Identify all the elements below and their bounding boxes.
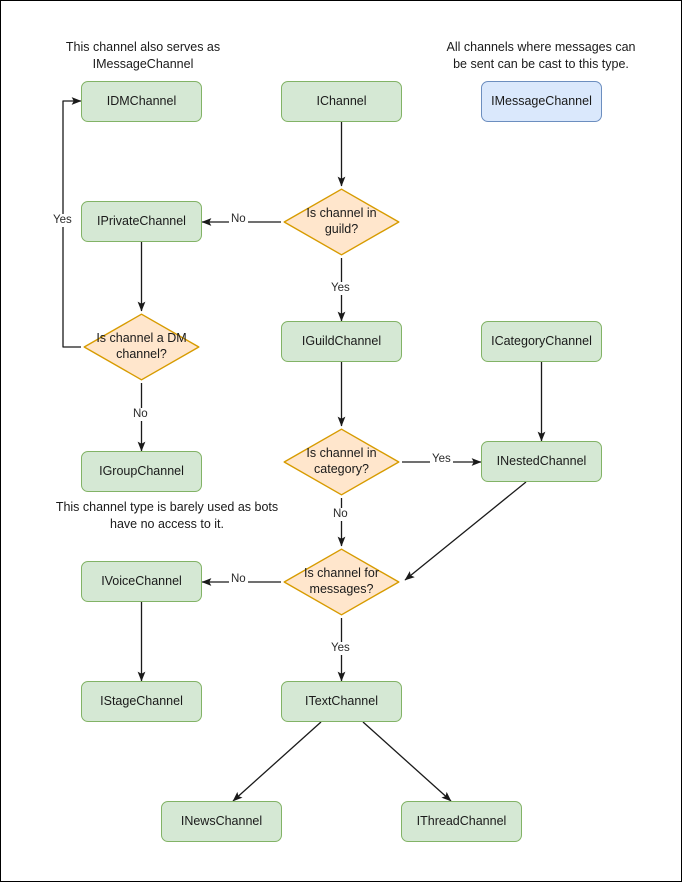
edge-label-e-messages-yes-text: Yes bbox=[329, 642, 352, 655]
node-ichannel[interactable]: IChannel bbox=[281, 81, 402, 122]
diamond-shape bbox=[83, 313, 200, 381]
node-label: Is channel in category? bbox=[306, 446, 377, 476]
decision-node-q-category[interactable]: Is channel in category? bbox=[281, 426, 402, 498]
edge-label-e-category-no-messages: No bbox=[331, 508, 350, 521]
node-imessagechannel[interactable]: IMessageChannel bbox=[481, 81, 602, 122]
node-label: IPrivateChannel bbox=[97, 213, 186, 228]
node-label: IThreadChannel bbox=[416, 813, 507, 828]
annotation-note-message: All channels where messages can be sent … bbox=[446, 40, 636, 71]
edge-e-text-thread bbox=[362, 721, 452, 802]
node-label: IGroupChannel bbox=[99, 463, 184, 478]
node-label: Is channel in guild? bbox=[306, 206, 377, 236]
node-icategorychannel[interactable]: ICategoryChannel bbox=[481, 321, 602, 362]
node-ivoicechannel[interactable]: IVoiceChannel bbox=[81, 561, 202, 602]
node-idmchannel[interactable]: IDMChannel bbox=[81, 81, 202, 122]
node-label: ICategoryChannel bbox=[491, 333, 592, 348]
decision-node-q-guild[interactable]: Is channel in guild? bbox=[281, 186, 402, 258]
annotation-note-group: This channel type is barely used as bots… bbox=[55, 500, 279, 531]
edge-label-e-category-yes-nested: Yes bbox=[430, 453, 453, 466]
diamond-shape bbox=[283, 428, 400, 496]
node-istagechannel[interactable]: IStageChannel bbox=[81, 681, 202, 722]
node-ithreadchannel[interactable]: IThreadChannel bbox=[401, 801, 522, 842]
diamond-shape bbox=[283, 548, 400, 616]
edge-label-e-messages-no-voice: No bbox=[229, 573, 248, 586]
node-label: IDMChannel bbox=[106, 93, 177, 108]
node-label: ITextChannel bbox=[305, 693, 378, 708]
node-label: INewsChannel bbox=[180, 813, 263, 828]
node-igroupchannel[interactable]: IGroupChannel bbox=[81, 451, 202, 492]
edge-label-e-guild-private: No bbox=[229, 213, 248, 226]
edge-e-nested-messages bbox=[404, 481, 527, 581]
edge-label-e-guild-guildchannel: Yes bbox=[329, 282, 352, 295]
decision-node-q-dm[interactable]: Is channel a DM channel? bbox=[81, 311, 202, 383]
edge-e-text-news bbox=[232, 721, 322, 802]
node-label: Is channel for messages? bbox=[303, 566, 380, 596]
node-label: Is channel a DM channel? bbox=[96, 331, 187, 361]
node-itextchannel[interactable]: ITextChannel bbox=[281, 681, 402, 722]
node-label: INestedChannel bbox=[496, 453, 587, 468]
node-inewschannel[interactable]: INewsChannel bbox=[161, 801, 282, 842]
node-label: IStageChannel bbox=[100, 693, 183, 708]
annotation-note-dm: This channel also serves as IMessageChan… bbox=[65, 40, 221, 71]
node-label: IChannel bbox=[316, 93, 367, 108]
node-label: IGuildChannel bbox=[301, 333, 382, 348]
node-inestedchannel[interactable]: INestedChannel bbox=[481, 441, 602, 482]
edge-label-e-dm-yes-idm: Yes bbox=[51, 214, 74, 227]
node-label: IMessageChannel bbox=[491, 93, 592, 108]
node-iguildchannel[interactable]: IGuildChannel bbox=[281, 321, 402, 362]
diamond-shape bbox=[283, 188, 400, 256]
edge-label-e-dm-no-group: No bbox=[131, 408, 150, 421]
node-iprivatechannel[interactable]: IPrivateChannel bbox=[81, 201, 202, 242]
node-label: IVoiceChannel bbox=[101, 573, 182, 588]
decision-node-q-messages[interactable]: Is channel for messages? bbox=[281, 546, 402, 618]
